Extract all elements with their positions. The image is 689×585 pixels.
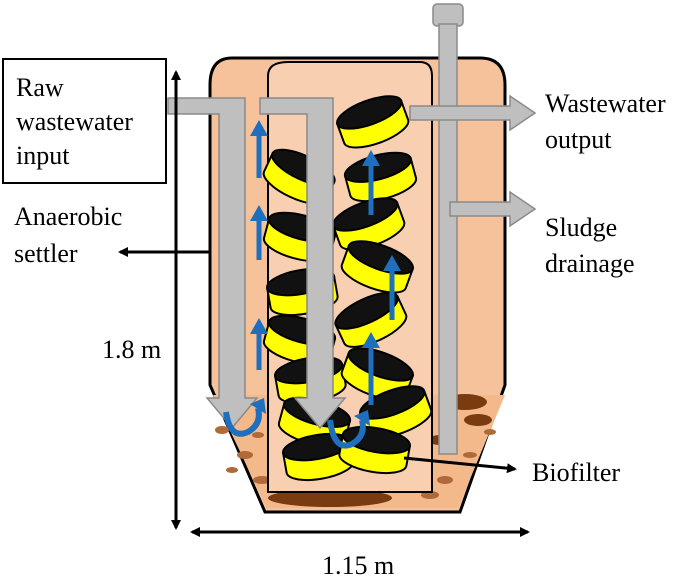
u-turn-arrow-2 [327,410,370,449]
sludge-drainage-pipe [449,190,537,228]
width-label: 1.15 m [322,551,394,580]
biofilter-label: Biofilter [532,458,620,487]
flow-up-arrow [362,332,380,405]
media-ring [340,347,414,401]
raw-input-line-2: wastewater [16,107,133,136]
media-ring [332,197,406,251]
raw-input-box [2,58,167,184]
flow-arrows [250,120,401,405]
sludge-drainage-line-1: Sludge [545,213,617,242]
flow-up-arrow [250,120,268,178]
height-label: 1.8 m [102,335,161,364]
sludge-drainage-line-2: drainage [545,249,635,278]
media-ring [336,95,410,149]
flow-up-arrow [383,255,401,320]
biofilter-pointer [403,456,517,474]
raw-input-line-1: Raw [16,73,64,102]
anaerobic-settler-line-2: settler [14,239,78,268]
flow-up-arrow [250,318,268,370]
media-ring [340,240,414,294]
flow-up-arrow [362,150,380,215]
anaerobic-settler-line-1: Anaerobic [14,202,122,231]
wastewater-output-pipe [409,94,537,132]
outlet-pipe [432,3,464,455]
inlet-pipe-2 [259,97,347,430]
raw-input-line-3: input [16,141,70,170]
wastewater-output-line-1: Wastewater [545,89,666,118]
media-ring [334,291,408,348]
wastewater-output-line-2: output [545,125,612,154]
inlet-pipe-1 [167,97,259,430]
u-turn-arrow-1 [223,398,266,437]
flow-up-arrow [250,205,268,260]
